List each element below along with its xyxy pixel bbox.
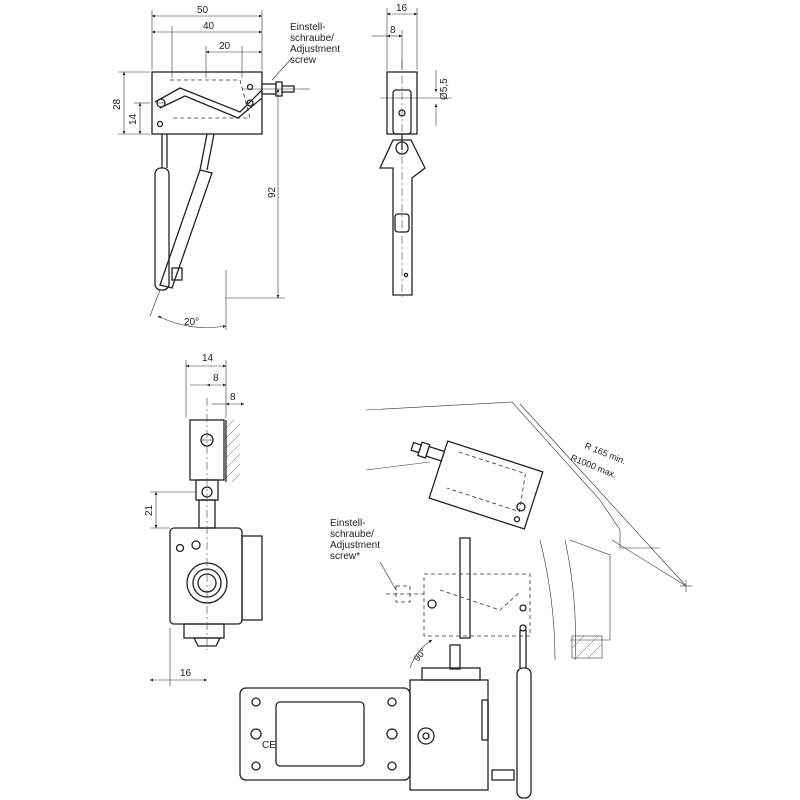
dim-16-top: 16 xyxy=(396,3,408,14)
label-adjust-bottom-4: screw* xyxy=(330,551,360,562)
label-adjust-top-3: Adjustment xyxy=(290,44,340,55)
label-adjust-top-2: schraube/ xyxy=(290,33,334,44)
dim-diameter: Ø5,5 xyxy=(439,78,450,100)
label-adjust-bottom-2: schraube/ xyxy=(330,529,374,540)
label-adjust-bottom-1: Einstell- xyxy=(330,518,366,529)
dim-14-bottom: 14 xyxy=(202,353,214,364)
dim-8a-bottom: 8 xyxy=(213,373,219,384)
dim-50: 50 xyxy=(197,5,209,16)
dim-40: 40 xyxy=(203,21,215,32)
top-left-view: 50 40 20 28 14 92 20° Einstell- schraube… xyxy=(112,5,340,330)
label-adjust-top-1: Einstell- xyxy=(290,22,326,33)
dim-92: 92 xyxy=(267,186,278,198)
ce-mark: CE xyxy=(262,740,276,751)
angle-20: 20° xyxy=(184,317,199,328)
bottom-left-view: 14 8 8 21 16 xyxy=(144,353,263,686)
switch-body-side xyxy=(151,71,263,135)
dim-8b-bottom: 8 xyxy=(230,392,236,403)
radius-line xyxy=(519,403,687,587)
angle-90: 90° xyxy=(412,646,429,663)
top-right-view: 16 8 Ø5,5 xyxy=(372,3,452,300)
dim-21: 21 xyxy=(144,504,155,516)
label-adjust-bottom-3: Adjustment xyxy=(330,540,380,551)
dim-20: 20 xyxy=(219,41,231,52)
switch-rotated xyxy=(428,440,544,530)
lever-rod xyxy=(154,167,170,291)
dim-8-top: 8 xyxy=(390,25,396,36)
bottom-right-view: R 165 min. R1000 max. 90° Einstell- schr… xyxy=(239,401,692,799)
switch-ghost xyxy=(423,573,531,637)
label-adjust-top-4: screw xyxy=(290,55,317,66)
dim-28: 28 xyxy=(112,98,123,110)
dim-16-bottom: 16 xyxy=(180,668,192,679)
switch-housing xyxy=(169,527,243,625)
dim-14: 14 xyxy=(128,113,139,125)
